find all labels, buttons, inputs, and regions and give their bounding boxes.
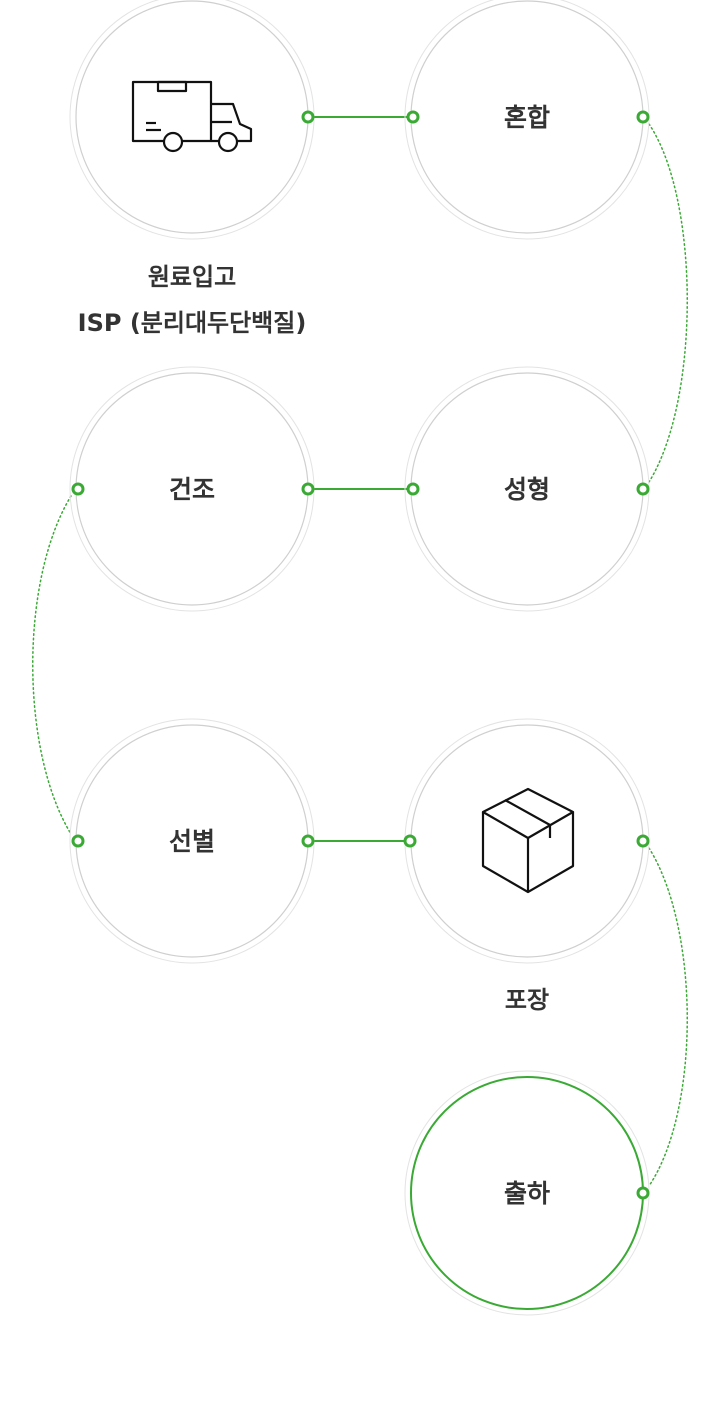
connector-node [301,482,315,496]
step-label: 혼합 [504,103,550,132]
step-drying: 건조 [69,366,315,612]
caption-line: 원료입고 [147,263,237,291]
connector-node [406,482,420,496]
connector-nodes [71,110,650,1200]
connector-node [403,834,417,848]
step-caption-packaging: 포장 [367,977,687,1023]
step-sorting: 선별 [69,718,315,964]
step-ring-inner [75,0,309,234]
step-mixing: 혼합 [404,0,650,240]
connector-drying-sorting [32,495,72,835]
connector-mixing-forming [648,123,688,483]
box-icon [481,787,575,894]
connector-node [406,110,420,124]
step-label: 출하 [504,1179,550,1208]
step-forming: 성형 [404,366,650,612]
step-label: 선별 [169,827,215,856]
step-shipping: 출하 [404,1070,650,1316]
step-label: 건조 [169,475,215,504]
connector-node [636,110,650,124]
connector-packaging-shipping [648,847,688,1187]
step-caption-receiving: 원료입고 ISP (분리대두단백질) [32,254,352,346]
connector-node [301,834,315,848]
step-label: 성형 [504,475,550,504]
caption-line: ISP (분리대두단백질) [77,309,307,337]
step-receiving [69,0,315,240]
connector-node [636,834,650,848]
connectors [32,116,688,1187]
step-packaging [404,718,650,964]
caption-line: 포장 [504,986,550,1014]
connector-node [636,482,650,496]
connector-node [71,482,85,496]
truck-icon [131,80,253,153]
connector-node [71,834,85,848]
connector-node [301,110,315,124]
connector-node [636,1186,650,1200]
